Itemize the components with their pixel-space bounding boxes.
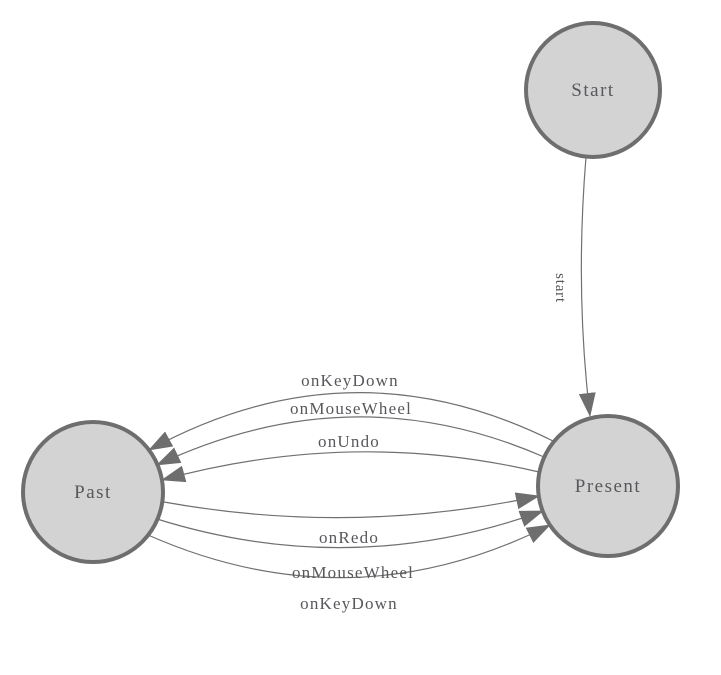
edge-past-to-present-onmousewheel[interactable]	[156, 510, 544, 549]
edge-label-onkeydown-bottom: onKeyDown	[300, 594, 398, 613]
edge-label-onmousewheel-bottom: onMouseWheel	[292, 563, 414, 582]
node-past[interactable]: Past	[21, 420, 165, 564]
node-past-circle[interactable]	[21, 420, 165, 564]
edge-past-to-present-onredo[interactable]	[163, 492, 540, 519]
edge-past-to-present-onkeydown[interactable]	[147, 524, 551, 579]
edge-label-onredo: onRedo	[319, 528, 379, 547]
edge-label-onundo: onUndo	[318, 432, 380, 451]
edge-label-onmousewheel-top: onMouseWheel	[290, 399, 412, 418]
edge-present-to-past-onkeydown[interactable]	[148, 392, 554, 451]
edge-present-to-past-onundo[interactable]	[161, 451, 540, 483]
node-present-circle[interactable]	[536, 414, 680, 558]
edge-present-to-past-onmousewheel[interactable]	[156, 416, 545, 466]
node-present[interactable]: Present	[536, 414, 680, 558]
node-past-label: Past	[74, 482, 112, 503]
node-start-circle[interactable]	[524, 21, 662, 159]
edge-label-start: start	[552, 273, 568, 303]
edge-start-to-present[interactable]	[578, 156, 596, 417]
node-present-label: Present	[575, 476, 641, 497]
edge-label-onkeydown-top: onKeyDown	[301, 371, 399, 390]
node-start[interactable]: Start	[524, 21, 662, 159]
node-start-label: Start	[571, 80, 614, 101]
